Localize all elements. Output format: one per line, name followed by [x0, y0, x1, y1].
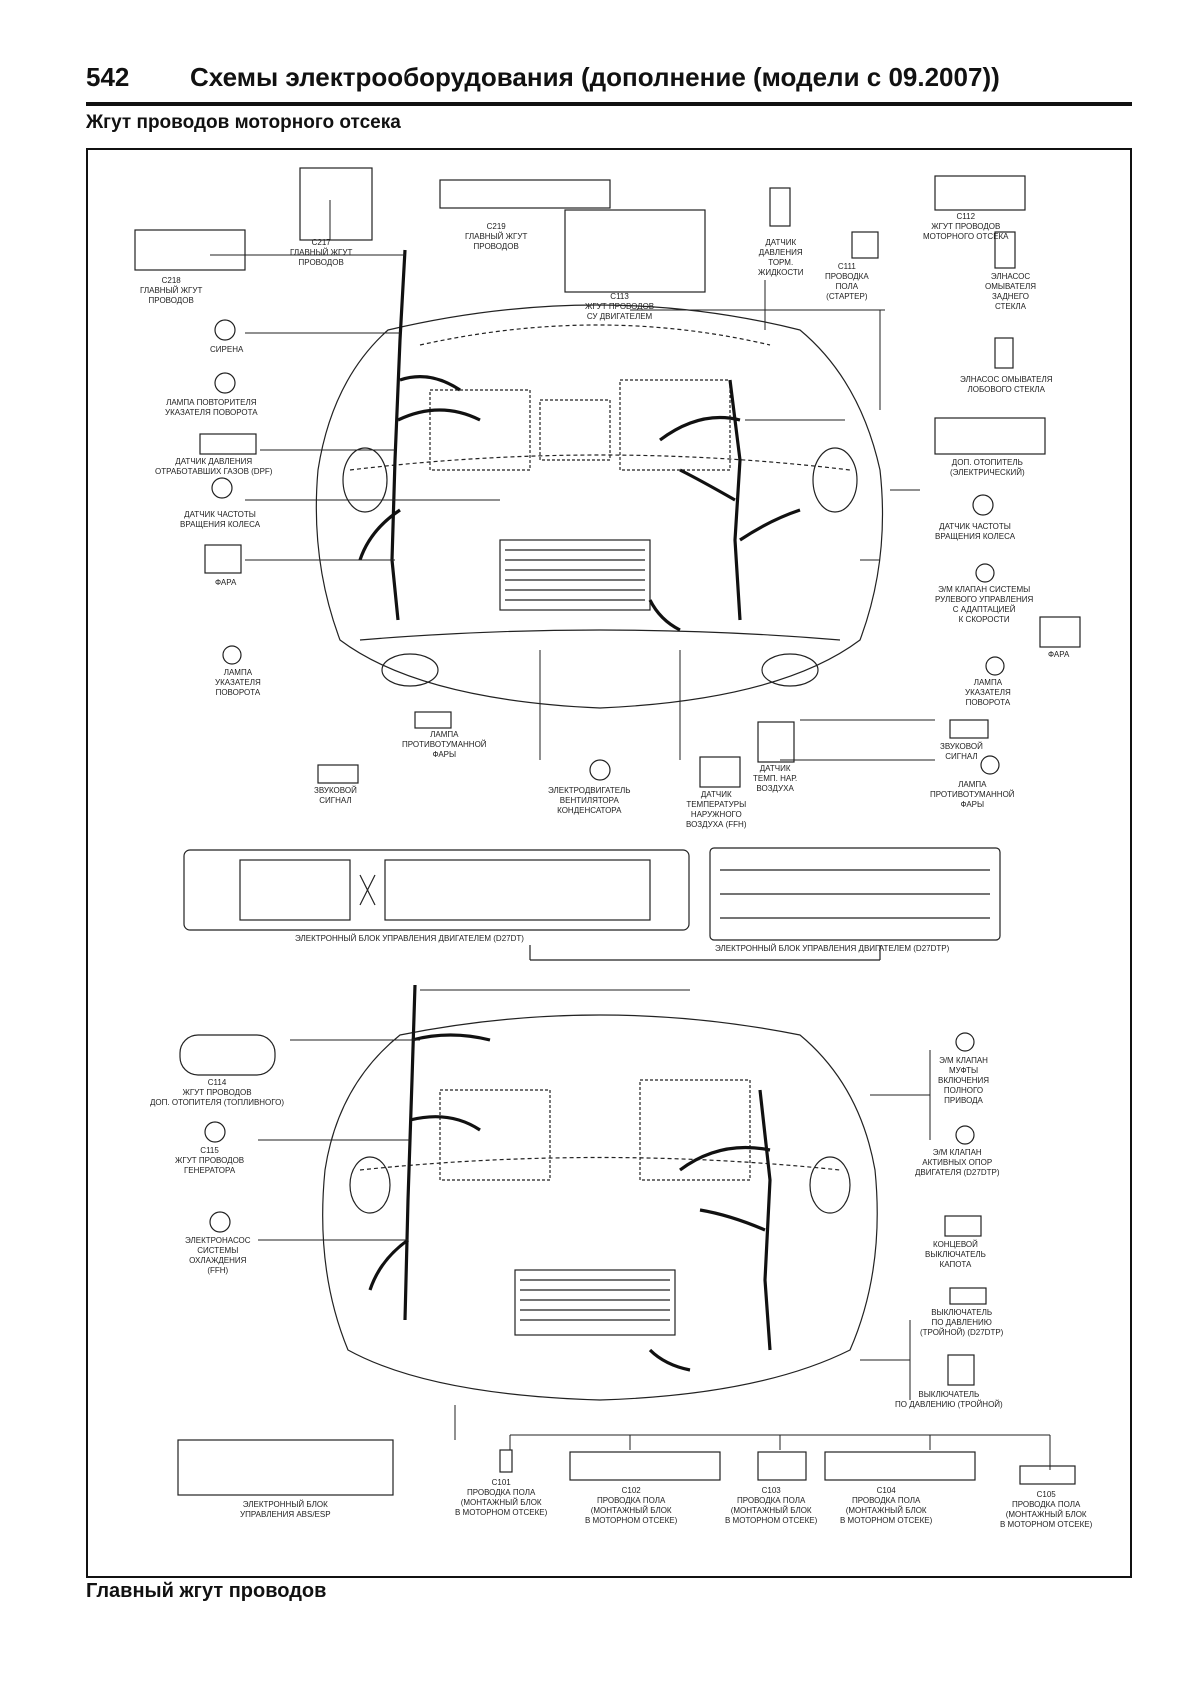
page-title: Схемы электрооборудования (дополнение (м…	[190, 62, 1000, 92]
c219-label: C219 ГЛАВНЫЙ ЖГУТ ПРОВОДОВ	[465, 222, 528, 251]
diagram-frame	[86, 148, 1132, 1578]
c111-label: C111 ПРОВОДКА ПОЛА (СТАРТЕР)	[825, 262, 869, 301]
horn-left-label: ЗВУКОВОЙ СИГНАЛ	[314, 786, 357, 805]
outside-air-temp-sensor-label: ДАТЧИК ТЕМПЕРАТУРЫ НАРУЖНОГО ВОЗДУХА (FF…	[686, 790, 747, 829]
c104-label: C104 ПРОВОДКА ПОЛА (МОНТАЖНЫЙ БЛОК В МОТ…	[840, 1486, 933, 1525]
top-leader-lines	[210, 200, 935, 761]
condenser-fan-label: ЭЛЕКТРОДВИГАТЕЛЬ ВЕНТИЛЯТОРА КОНДЕНСАТОР…	[548, 786, 631, 815]
c103-label: C103 ПРОВОДКА ПОЛА (МОНТАЖНЫЙ БЛОК В МОТ…	[725, 1486, 818, 1525]
fog-lamp-right-label: ЛАМПА ПРОТИВОТУМАННОЙ ФАРЫ	[930, 780, 1015, 809]
c105-label: C105 ПРОВОДКА ПОЛА (МОНТАЖНЫЙ БЛОК В МОТ…	[1000, 1490, 1093, 1529]
turn-repeater-label: ЛАМПА ПОВТОРИТЕЛЯ УКАЗАТЕЛЯ ПОВОРОТА	[165, 398, 258, 417]
page-number: 542	[86, 62, 130, 92]
bottom-car-outline	[322, 1014, 878, 1401]
c218-label: C218 ГЛАВНЫЙ ЖГУТ ПРОВОДОВ	[140, 276, 203, 305]
front-washer-pump-label: ЭЛНАСОС ОМЫВАТЕЛЯ ЛОБОВОГО СТЕКЛА	[960, 375, 1053, 394]
wheel-speed-sensor-right-label: ДАТЧИК ЧАСТОТЫ ВРАЩЕНИЯ КОЛЕСА	[935, 522, 1016, 541]
pressure-switch-triple-label: ВЫКЛЮЧАТЕЛЬ ПО ДАВЛЕНИЮ (ТРОЙНОЙ) (D27DT…	[920, 1308, 1004, 1337]
aux-heater-label: ДОП. ОТОПИТЕЛЬ (ЭЛЕКТРИЧЕСКИЙ)	[950, 458, 1025, 477]
headlamp-right-label: ФАРА	[1048, 650, 1070, 659]
top-car-outline	[315, 304, 884, 709]
ecu-connectors	[183, 847, 1001, 961]
c115-label: C115 ЖГУТ ПРОВОДОВ ГЕНЕРАТОРА	[175, 1146, 245, 1175]
siren-label: СИРЕНА	[210, 345, 244, 354]
headlamp-left-label: ФАРА	[215, 578, 237, 587]
brake-fluid-sensor-label: ДАТЧИК ДАВЛЕНИЯ ТОРМ. ЖИДКОСТИ	[758, 238, 804, 277]
turn-lamp-right-label: ЛАМПА УКАЗАТЕЛЯ ПОВОРОТА	[965, 678, 1011, 707]
hood-switch-label: КОНЦЕВОЙ ВЫКЛЮЧАТЕЛЬ КАПОТА	[925, 1240, 986, 1269]
bottom-harness	[368, 984, 772, 1372]
active-mount-solenoid-label: Э/М КЛАПАН АКТИВНЫХ ОПОР ДВИГАТЕЛЯ (D27D…	[915, 1148, 1000, 1177]
c102-label: C102 ПРОВОДКА ПОЛА (МОНТАЖНЫЙ БЛОК В МОТ…	[585, 1486, 678, 1525]
horn-right-label: ЗВУКОВОЙ СИГНАЛ	[940, 742, 983, 761]
section-subtitle: Жгут проводов моторного отсека	[86, 112, 401, 133]
dpf-sensor-label: ДАТЧИК ДАВЛЕНИЯ ОТРАБОТАВШИХ ГАЗОВ (DPF)	[155, 457, 273, 476]
abs-esp-ecu-label: ЭЛЕКТРОННЫЙ БЛОК УПРАВЛЕНИЯ ABS/ESP	[240, 1500, 331, 1519]
c101-label: C101 ПРОВОДКА ПОЛА (МОНТАЖНЫЙ БЛОК В МОТ…	[455, 1478, 548, 1517]
c217-label: C217 ГЛАВНЫЙ ЖГУТ ПРОВОДОВ	[290, 238, 353, 267]
fog-lamp-left-label: ЛАМПА ПРОТИВОТУМАННОЙ ФАРЫ	[402, 730, 487, 759]
wheel-speed-sensor-left-label: ДАТЧИК ЧАСТОТЫ ВРАЩЕНИЯ КОЛЕСА	[180, 510, 261, 529]
connector-blocks-bottom	[177, 1032, 1076, 1496]
pressure-switch-label: ВЫКЛЮЧАТЕЛЬ ПО ДАВЛЕНИЮ (ТРОЙНОЙ)	[895, 1390, 1003, 1409]
rear-washer-pump-label: ЭЛНАСОС ОМЫВАТЕЛЯ ЗАДНЕГО СТЕКЛА	[985, 272, 1036, 311]
ecu-right-label: ЭЛЕКТРОННЫЙ БЛОК УПРАВЛЕНИЯ ДВИГАТЕЛЕМ (…	[715, 944, 950, 953]
footer-caption: Главный жгут проводов	[86, 1580, 327, 1602]
connector-blocks-top	[134, 167, 1081, 788]
steering-solenoid-label: Э/М КЛАПАН СИСТЕМЫ РУЛЕВОГО УПРАВЛЕНИЯ С…	[935, 585, 1034, 624]
page-header: 542 Схемы электрооборудования (дополнени…	[86, 62, 1132, 106]
c112-label: C112 ЖГУТ ПРОВОДОВ МОТОРНОГО ОТСЕКА	[923, 212, 1009, 241]
cooling-pump-label: ЭЛЕКТРОНАСОС СИСТЕМЫ ОХЛАЖДЕНИЯ (FFH)	[185, 1236, 251, 1275]
bottom-leader-lines	[258, 989, 1051, 1470]
top-harness	[358, 249, 801, 632]
awd-clutch-solenoid-label: Э/М КЛАПАН МУФТЫ ВКЛЮЧЕНИЯ ПОЛНОГО ПРИВО…	[938, 1056, 990, 1105]
c114-label: C114 ЖГУТ ПРОВОДОВ ДОП. ОТОПИТЕЛЯ (ТОПЛИ…	[150, 1078, 285, 1107]
intake-air-temp-sensor-label: ДАТЧИК ТЕМП. НАР. ВОЗДУХА	[753, 764, 798, 793]
ecu-left-label: ЭЛЕКТРОННЫЙ БЛОК УПРАВЛЕНИЯ ДВИГАТЕЛЕМ (…	[295, 934, 524, 943]
c113-label: C113 ЖГУТ ПРОВОДОВ СУ ДВИГАТЕЛЕМ	[585, 292, 655, 321]
turn-lamp-left-label: ЛАМПА УКАЗАТЕЛЯ ПОВОРОТА	[215, 668, 261, 697]
